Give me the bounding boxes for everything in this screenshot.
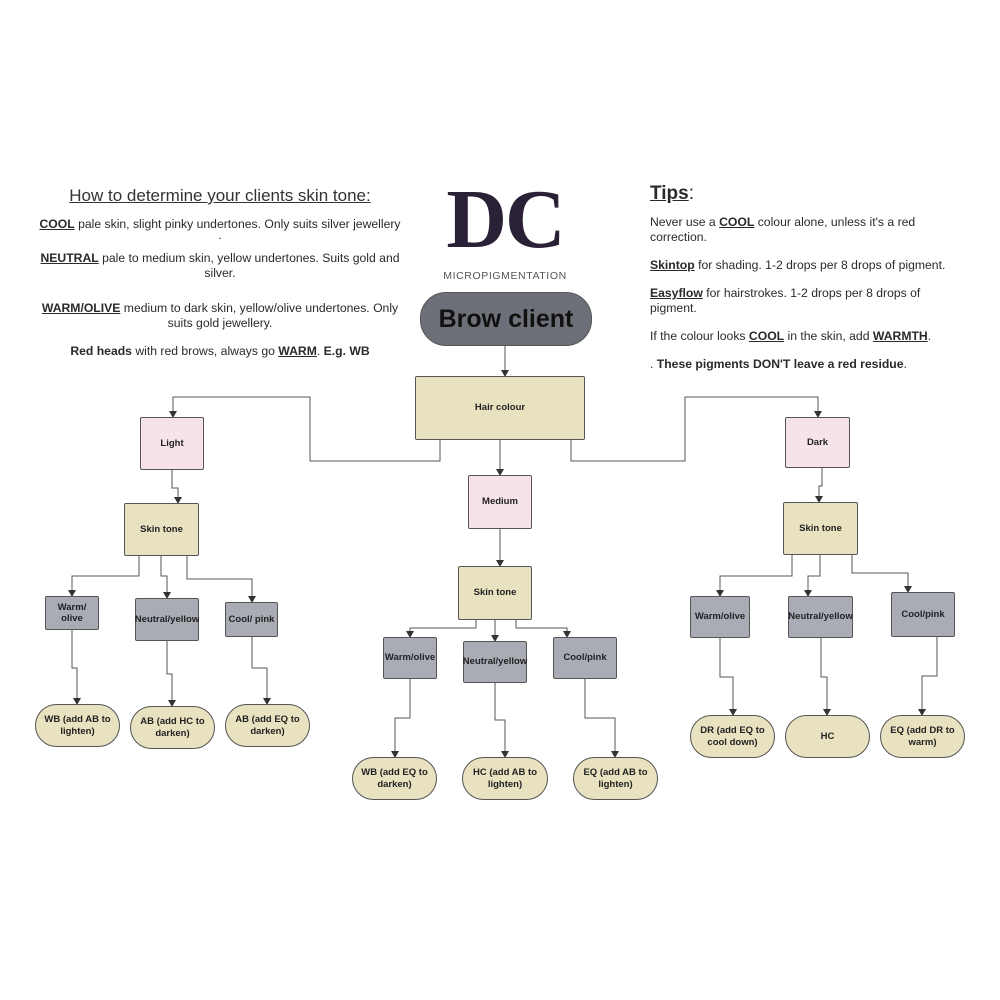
tip-cool-alone: Never use a COOL colour alone, unless it… bbox=[650, 215, 950, 245]
tip-1-text-b: colour alone, unless it's a red correcti… bbox=[650, 215, 916, 244]
logo-letters: DC bbox=[446, 173, 565, 266]
logo-subtitle: MICROPIGMENTATION bbox=[443, 270, 567, 282]
tip-4-keyword: COOL bbox=[748, 329, 785, 343]
medium-wb-result: WB (add EQ to darken) bbox=[352, 757, 437, 800]
brow-client-title: Brow client bbox=[420, 292, 592, 346]
arrow-lwarm-wb bbox=[71, 630, 81, 705]
red-heads-dot: . bbox=[316, 344, 324, 358]
tip-5-text-c: . bbox=[903, 357, 907, 371]
tip-5-text-b: These pigments DON'T leave a red residue bbox=[656, 357, 904, 371]
arrow-mcool-eq bbox=[584, 679, 619, 758]
medium-warm-olive-node: Warm/olive bbox=[383, 637, 437, 679]
dc-logo: DC MICROPIGMENTATION bbox=[430, 173, 580, 283]
medium-node: Medium bbox=[468, 475, 532, 529]
arrow-lskin-warm bbox=[68, 556, 140, 597]
arrow-mskin-warm bbox=[406, 620, 477, 638]
dark-neutral-yellow-node: Neutral/yellow bbox=[788, 596, 853, 638]
arrow-mneutral-hc bbox=[494, 683, 509, 758]
arrow-dark-skin bbox=[815, 468, 823, 503]
light-wb-result: WB (add AB to lighten) bbox=[35, 704, 120, 747]
medium-cool-pink-node: Cool/pink bbox=[553, 637, 617, 679]
arrow-hair-dark bbox=[570, 396, 822, 462]
tips-panel: Tips: Never use a COOL colour alone, unl… bbox=[650, 183, 950, 385]
warm-label: WARM/OLIVE bbox=[41, 301, 121, 315]
tip-4-text-b: in the skin, add bbox=[784, 329, 873, 343]
tip-3-keyword: Easyflow bbox=[650, 286, 703, 300]
medium-hc-result: HC (add AB to lighten) bbox=[462, 757, 548, 800]
red-heads-label: Red heads bbox=[70, 344, 132, 358]
light-ab-eq-result: AB (add EQ to darken) bbox=[225, 704, 310, 747]
tip-3-text: for hairstrokes. 1-2 drops per 8 drops o… bbox=[650, 286, 921, 315]
tip-1-text-a: Never use a bbox=[650, 215, 720, 229]
dark-hc-result: HC bbox=[785, 715, 870, 758]
tip-easyflow: Easyflow for hairstrokes. 1-2 drops per … bbox=[650, 286, 950, 316]
neutral-text: pale to medium skin, yellow undertones. … bbox=[98, 251, 400, 280]
red-heads-warm: WARM bbox=[278, 344, 317, 358]
arrow-lcool-ab bbox=[251, 637, 271, 705]
skin-tone-left-node: Skin tone bbox=[124, 503, 199, 556]
warm-text: medium to dark skin, yellow/olive undert… bbox=[120, 301, 399, 330]
arrow-lskin-neutral bbox=[160, 556, 171, 599]
red-heads-example: E.g. WB bbox=[323, 344, 370, 358]
arrow-lneutral-ab bbox=[166, 641, 176, 707]
cool-label: COOL bbox=[39, 217, 75, 231]
arrow-mwarm-wb bbox=[391, 679, 411, 758]
tips-heading-colon: : bbox=[688, 183, 694, 204]
arrow-rskin-cool bbox=[851, 555, 912, 593]
tip-skintop: Skintop for shading. 1-2 drops per 8 dro… bbox=[650, 258, 950, 273]
arrow-rwarm-dr bbox=[719, 638, 737, 716]
tip-2-keyword: Skintop bbox=[650, 258, 695, 272]
tip-4-keyword-2: WARMTH bbox=[872, 329, 928, 343]
arrow-light-skin bbox=[171, 470, 182, 504]
arrow-hair-light bbox=[169, 396, 441, 462]
tips-heading-text: Tips bbox=[650, 183, 689, 204]
light-node: Light bbox=[140, 417, 204, 470]
skin-tone-heading: How to determine your clients skin tone: bbox=[69, 186, 371, 205]
red-heads-text: with red brows, always go bbox=[131, 344, 279, 358]
tip-4-text-a: If the colour looks bbox=[650, 329, 749, 343]
medium-eq-result: EQ (add AB to lighten) bbox=[573, 757, 658, 800]
hair-colour-node: Hair colour bbox=[415, 376, 585, 440]
tip-2-text: for shading. 1-2 drops per 8 drops of pi… bbox=[694, 258, 946, 272]
dark-node: Dark bbox=[785, 417, 850, 468]
skin-tone-guide: How to determine your clients skin tone:… bbox=[30, 186, 410, 372]
red-heads-description: Red heads with red brows, always go WARM… bbox=[30, 344, 410, 359]
dark-dr-result: DR (add EQ to cool down) bbox=[690, 715, 775, 758]
light-ab-result: AB (add HC to darken) bbox=[130, 706, 215, 749]
arrow-mskin-cool bbox=[515, 620, 571, 638]
dark-cool-pink-node: Cool/pink bbox=[891, 592, 955, 637]
tip-1-keyword: COOL bbox=[719, 215, 755, 229]
medium-neutral-yellow-node: Neutral/yellow bbox=[463, 641, 527, 683]
neutral-label: NEUTRAL bbox=[40, 251, 99, 265]
skin-tone-right-node: Skin tone bbox=[783, 502, 858, 555]
light-warm-olive-node: Warm/ olive bbox=[45, 596, 99, 630]
tip-no-red-residue: . These pigments DON'T leave a red resid… bbox=[650, 357, 950, 372]
arrow-rneutral-hc bbox=[820, 638, 831, 716]
arrow-lskin-cool bbox=[186, 556, 256, 603]
tip-add-warmth: If the colour looks COOL in the skin, ad… bbox=[650, 329, 950, 344]
cool-description: COOL pale skin, slight pinky undertones.… bbox=[30, 217, 410, 242]
tips-heading: Tips: bbox=[650, 183, 950, 204]
arrow-rskin-neutral bbox=[804, 555, 821, 597]
tip-4-text-c: . bbox=[927, 329, 932, 343]
skin-tone-medium-node: Skin tone bbox=[458, 566, 532, 620]
arrow-rskin-warm bbox=[716, 555, 793, 597]
warm-description: WARM/OLIVE medium to dark skin, yellow/o… bbox=[30, 301, 410, 331]
dark-eq-result: EQ (add DR to warm) bbox=[880, 715, 965, 758]
dark-warm-olive-node: Warm/olive bbox=[690, 596, 750, 638]
light-cool-pink-node: Cool/ pink bbox=[225, 602, 278, 637]
cool-text: pale skin, slight pinky undertones. Only… bbox=[74, 217, 401, 231]
cool-dot: . bbox=[218, 228, 222, 242]
light-neutral-yellow-node: Neutral/yellow bbox=[135, 598, 199, 641]
arrow-rcool-eq bbox=[918, 637, 938, 716]
neutral-description: NEUTRAL pale to medium skin, yellow unde… bbox=[30, 251, 410, 281]
tip-5-text-a: . bbox=[650, 357, 657, 371]
